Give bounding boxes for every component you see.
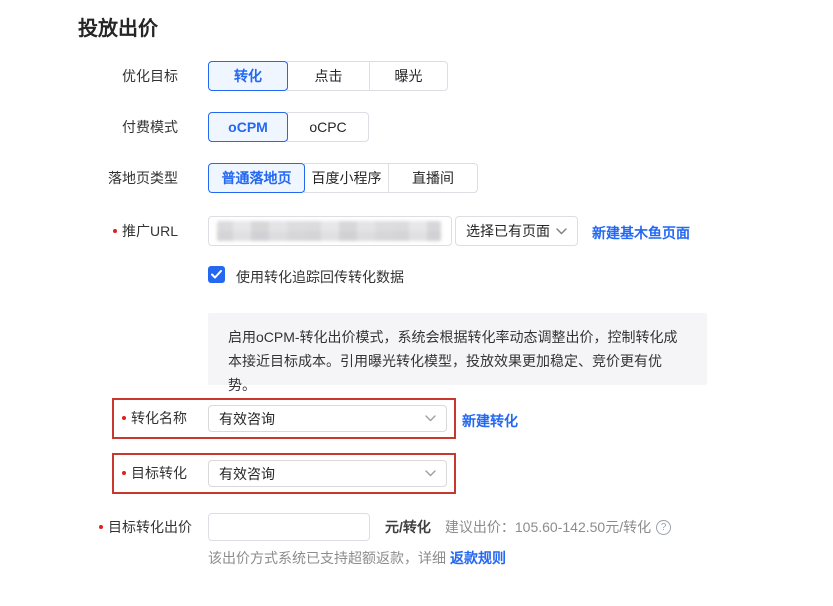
- payment-mode-option-ocpm[interactable]: oCPM: [208, 112, 288, 142]
- optimization-goal-option-exposure[interactable]: 曝光: [369, 61, 448, 91]
- promotion-url-input[interactable]: [208, 216, 452, 246]
- conversion-name-highlight-frame: 转化名称 有效咨询: [112, 398, 456, 439]
- chevron-down-icon: [425, 415, 436, 422]
- redacted-url-content: [217, 221, 441, 241]
- payment-mode-option-ocpc[interactable]: oCPC: [287, 112, 369, 142]
- field-label-conversion-name-text: 转化名称: [131, 410, 187, 426]
- target-conversion-highlight-frame: 目标转化 有效咨询: [112, 453, 456, 494]
- landing-page-type-button-group: 普通落地页 百度小程序 直播间: [208, 163, 478, 193]
- field-label-conversion-name: 转化名称: [122, 400, 187, 437]
- select-existing-page-label: 选择已有页面: [466, 223, 550, 239]
- conversion-name-value: 有效咨询: [219, 410, 275, 427]
- target-conversion-value: 有效咨询: [219, 465, 275, 482]
- landing-page-option-baidu-miniapp[interactable]: 百度小程序: [304, 163, 389, 193]
- refund-note-line: 该出价方式系统已支持超额返款，详细返款规则: [208, 548, 506, 568]
- help-icon[interactable]: ?: [656, 519, 672, 535]
- create-jimuyu-page-link[interactable]: 新建基木鱼页面: [592, 225, 690, 241]
- field-label-payment-mode: 付费模式: [122, 119, 178, 135]
- conversion-name-dropdown[interactable]: 有效咨询: [208, 405, 447, 432]
- field-label-target-conversion: 目标转化: [122, 455, 187, 492]
- field-label-promotion-url-text: 推广URL: [121, 223, 178, 239]
- payment-mode-button-group: oCPM oCPC: [208, 112, 369, 142]
- conversion-tracking-checkbox[interactable]: [208, 266, 225, 283]
- bid-unit: 元/转化: [385, 519, 431, 535]
- field-label-landing-page-type: 落地页类型: [108, 170, 178, 186]
- conversion-tracking-label: 使用转化追踪回传转化数据: [236, 269, 404, 285]
- optimization-goal-button-group: 转化 点击 曝光: [208, 61, 448, 91]
- select-existing-page-dropdown[interactable]: 选择已有页面: [455, 216, 578, 246]
- optimization-goal-option-conversion[interactable]: 转化: [208, 61, 288, 91]
- field-label-target-conversion-text: 目标转化: [131, 465, 187, 481]
- target-conversion-dropdown[interactable]: 有效咨询: [208, 460, 447, 487]
- required-marker: [112, 229, 117, 234]
- create-conversion-link[interactable]: 新建转化: [462, 413, 518, 429]
- required-marker: [99, 525, 103, 530]
- bid-suggestion: 建议出价：105.60-142.50元/转化: [444, 519, 652, 535]
- field-label-target-bid-text: 目标转化出价: [108, 519, 192, 535]
- bid-unit-line: 元/转化 建议出价：105.60-142.50元/转化 ?: [385, 513, 672, 541]
- checkmark-icon: [211, 270, 222, 279]
- required-marker: [122, 471, 126, 476]
- required-marker: [122, 416, 126, 421]
- field-label-target-bid: 目标转化出价: [0, 513, 192, 541]
- ocpm-info-box: 启用oCPM-转化出价模式，系统会根据转化率动态调整出价，控制转化成本接近目标成…: [208, 313, 707, 393]
- landing-page-option-normal[interactable]: 普通落地页: [208, 163, 305, 193]
- field-label-optimization-goal: 优化目标: [122, 68, 178, 84]
- chevron-down-icon: [556, 227, 567, 234]
- landing-page-option-live-room[interactable]: 直播间: [388, 163, 478, 193]
- field-label-promotion-url: 推广URL: [0, 216, 178, 246]
- optimization-goal-option-click[interactable]: 点击: [287, 61, 370, 91]
- page-title: 投放出价: [78, 18, 158, 40]
- chevron-down-icon: [425, 470, 436, 477]
- refund-note-text: 该出价方式系统已支持超额返款，详细: [208, 550, 446, 566]
- refund-rules-link[interactable]: 返款规则: [450, 550, 506, 566]
- target-bid-input[interactable]: [208, 513, 370, 541]
